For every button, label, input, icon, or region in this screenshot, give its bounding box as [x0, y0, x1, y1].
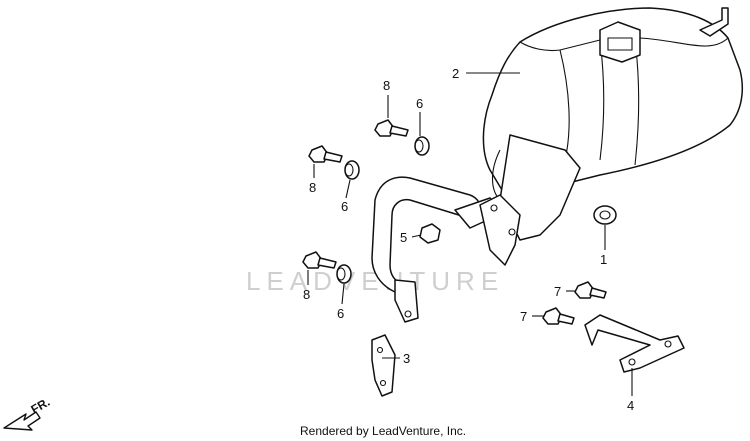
gasket[interactable] — [593, 205, 617, 225]
collar-top[interactable] — [414, 136, 430, 156]
bolt-low[interactable] — [302, 251, 337, 269]
nut[interactable] — [419, 223, 441, 244]
callout-gasket: 1 — [600, 252, 607, 267]
collar-low[interactable] — [336, 264, 352, 284]
callout-muffler: 2 — [452, 66, 459, 81]
bracket-large[interactable] — [584, 314, 685, 373]
bolt-right-a[interactable] — [574, 281, 607, 299]
leader-collar-mid — [345, 179, 351, 199]
credit-text: Rendered by LeadVenture, Inc. — [300, 424, 467, 438]
watermark-text: LEADVENTURE — [246, 266, 504, 296]
bolt-top[interactable] — [374, 119, 409, 137]
leader-collar-low — [341, 283, 345, 305]
callout-bolt-low: 8 — [303, 287, 310, 302]
front-direction-arrow: FR. — [3, 395, 53, 431]
bolt-mid[interactable] — [308, 145, 343, 163]
callout-bolt-right-b: 7 — [520, 309, 527, 324]
bracket-small[interactable] — [371, 334, 396, 397]
callout-nut: 5 — [400, 230, 407, 245]
collar-mid[interactable] — [344, 160, 360, 180]
muffler[interactable] — [482, 7, 743, 241]
leader-nut — [411, 234, 422, 238]
callout-bolt-top: 8 — [383, 78, 390, 93]
callout-collar-low: 6 — [337, 306, 344, 321]
callout-collar-mid: 6 — [341, 199, 348, 214]
callout-bolt-mid: 8 — [309, 180, 316, 195]
callout-bracket-large: 4 — [627, 398, 634, 413]
exhaust-pipe[interactable] — [371, 176, 521, 323]
callout-collar-top: 6 — [416, 96, 423, 111]
bolt-right-b[interactable] — [542, 307, 575, 325]
direction-label: FR. — [29, 395, 53, 417]
callout-bolt-right-a: 7 — [554, 284, 561, 299]
callout-bracket-small: 3 — [403, 351, 410, 366]
